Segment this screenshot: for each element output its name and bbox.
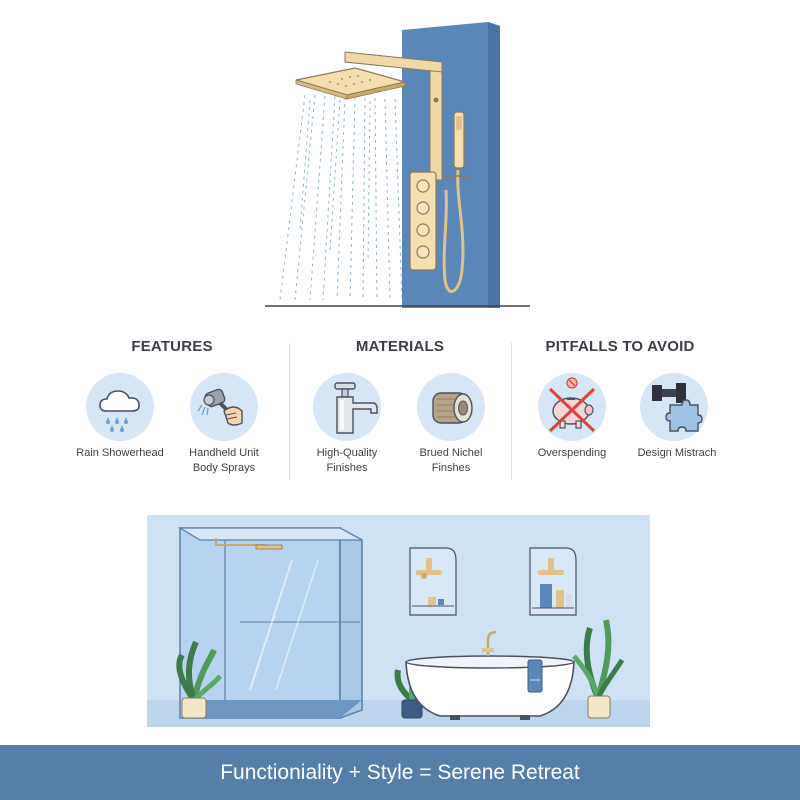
features-heading: FEATURES	[131, 338, 213, 355]
handheld-sprayer-icon	[190, 373, 258, 441]
shower-arm	[344, 51, 443, 73]
wall-niche-left	[409, 547, 457, 616]
shower-panel-illustration	[265, 22, 530, 308]
potted-plant-right	[572, 619, 625, 719]
footer-banner: Functioniality + Style = Serene Retreat	[0, 745, 800, 800]
control-box	[409, 171, 437, 271]
rain-water-streaks	[279, 94, 403, 301]
freestanding-bathtub	[405, 630, 575, 720]
footer-tagline: Functioniality + Style = Serene Retreat	[220, 760, 580, 784]
brushed-nickel-label: Brued Nichel Finshes	[419, 447, 483, 474]
design-mismatch-label: Design Mistrach	[637, 447, 717, 459]
brushed-nickel-roll-icon	[417, 373, 485, 441]
wall-niche-right	[529, 547, 577, 616]
materials-heading: MATERIALS	[355, 338, 445, 355]
mismatched-puzzle-icon	[640, 373, 708, 441]
rain-showerhead	[295, 67, 406, 96]
rain-cloud-icon	[86, 373, 154, 441]
control-knobs	[416, 179, 430, 259]
shower-column	[429, 61, 443, 181]
section-divider	[511, 343, 512, 480]
potted-plant-left	[176, 640, 222, 719]
handheld-unit-label: Handheld Unit Body Sprays	[189, 447, 259, 474]
shower-hose	[442, 169, 465, 293]
section-divider	[289, 343, 290, 480]
glass-shower-enclosure	[177, 526, 363, 720]
crossed-piggy-bank-icon	[538, 373, 606, 441]
high-quality-finishes-label: High-Quality Finishes	[316, 447, 378, 474]
faucet-icon	[313, 373, 381, 441]
rain-showerhead-label: Rain Showerhead	[76, 447, 164, 459]
bathroom-scene-illustration	[147, 515, 650, 727]
pitfalls-heading: PITFALLS TO AVOID	[545, 338, 695, 355]
overspending-label: Overspending	[537, 447, 607, 459]
